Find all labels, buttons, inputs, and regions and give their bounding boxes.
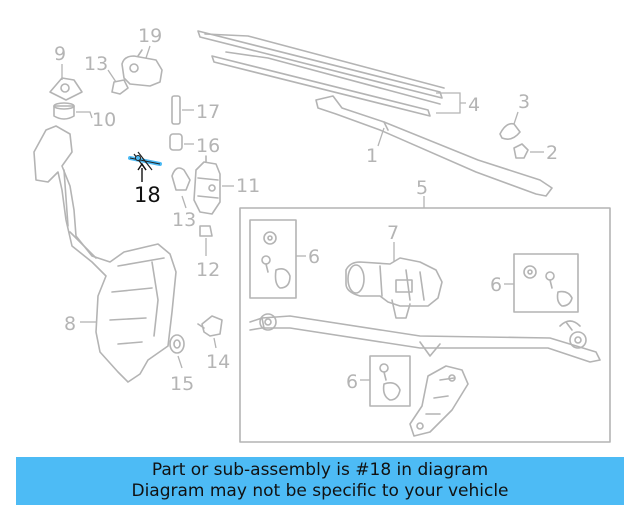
hardware-set-a xyxy=(261,231,291,289)
label-8: 8 xyxy=(64,313,76,335)
wiper-blades xyxy=(197,30,445,117)
clip-part-b xyxy=(171,167,191,191)
label-4: 4 xyxy=(468,94,480,116)
washer-nozzle xyxy=(121,49,163,87)
grommet-part-b xyxy=(169,334,185,354)
label-6b: 6 xyxy=(490,274,502,296)
label-7: 7 xyxy=(387,222,399,244)
mount-bracket xyxy=(409,365,469,437)
wiper-linkage xyxy=(249,313,601,363)
label-12: 12 xyxy=(196,259,220,281)
label-19: 19 xyxy=(138,25,162,47)
nut-part xyxy=(513,143,529,159)
pump-seal xyxy=(199,225,213,237)
reservoir-cap xyxy=(49,77,83,101)
connector-part xyxy=(197,315,223,337)
info-banner: Part or sub-assembly is #18 in diagram D… xyxy=(16,457,624,505)
wiper-arm xyxy=(315,95,553,197)
label-1: 1 xyxy=(366,145,378,167)
label-3: 3 xyxy=(518,91,530,113)
label-16: 16 xyxy=(196,135,220,157)
filler-neck-seal xyxy=(53,102,75,120)
label-13b: 13 xyxy=(172,209,196,231)
hardware-set-c xyxy=(379,363,401,401)
hardware-box-b xyxy=(513,253,579,313)
cap-part xyxy=(499,122,521,140)
washer-reservoir xyxy=(33,125,177,383)
label-10: 10 xyxy=(92,109,116,131)
hardware-set-b xyxy=(523,265,573,307)
hardware-box-c xyxy=(369,355,411,407)
label-11: 11 xyxy=(236,175,260,197)
washer-hose-highlighted xyxy=(128,151,162,171)
label-15: 15 xyxy=(170,373,194,395)
label-5: 5 xyxy=(416,177,428,199)
label-6a: 6 xyxy=(308,246,320,268)
subassembly-box xyxy=(239,207,611,443)
washer-pump xyxy=(193,155,221,215)
grommet-part xyxy=(169,133,183,151)
clip-part-a xyxy=(111,79,129,95)
label-18: 18 xyxy=(134,183,161,207)
wiper-motor xyxy=(345,257,443,319)
label-6c: 6 xyxy=(346,371,358,393)
hardware-box-a xyxy=(249,219,297,299)
label-17: 17 xyxy=(196,101,220,123)
tube-part xyxy=(171,95,181,125)
label-14: 14 xyxy=(206,351,230,373)
label-13a: 13 xyxy=(84,53,108,75)
label-2: 2 xyxy=(546,142,558,164)
banner-line-2: Diagram may not be specific to your vehi… xyxy=(131,481,509,501)
banner-line-1: Part or sub-assembly is #18 in diagram xyxy=(151,460,489,480)
label-9: 9 xyxy=(54,43,66,65)
